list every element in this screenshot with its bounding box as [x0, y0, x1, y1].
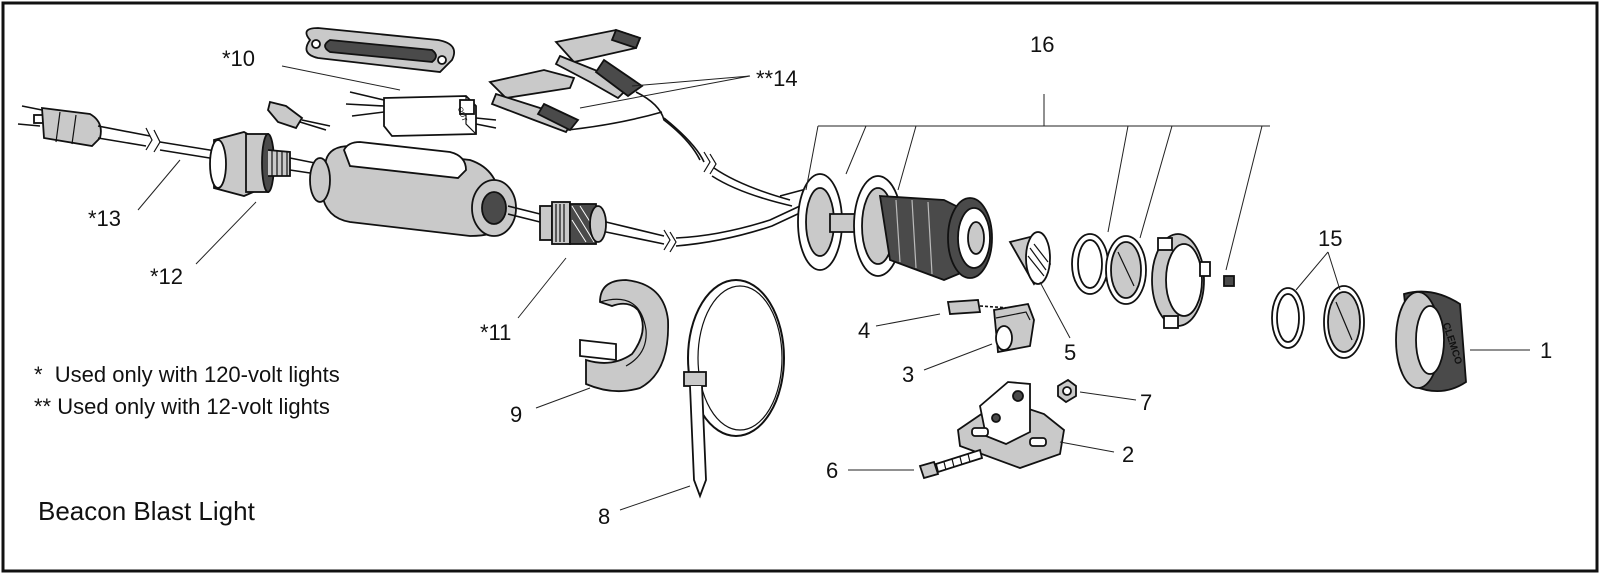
callout-6: 6 [826, 458, 838, 483]
callout-9: 9 [510, 402, 522, 427]
note-12-volt: ** Used only with 12-volt lights [34, 394, 330, 419]
transformer-part: OUT [267, 91, 497, 137]
bulkhead-fitting-part [507, 201, 803, 253]
callout-11: *11 [480, 320, 511, 345]
gasket-and-lens-part [1071, 233, 1147, 305]
lens-set-part [1271, 285, 1365, 359]
transformer-out-marking: OUT [456, 106, 468, 123]
clamp-band-part [579, 279, 669, 393]
callout-12: *12 [150, 264, 183, 289]
callout-1: 1 [1540, 338, 1552, 363]
note-120-volt: * Used only with 120-volt lights [34, 362, 340, 387]
leader-lines [137, 65, 1530, 511]
callout-5: 5 [1064, 340, 1076, 365]
conduit-body-part [309, 141, 517, 237]
battery-clips-part [488, 28, 793, 207]
callout-2: 2 [1122, 442, 1134, 467]
callout-8: 8 [598, 504, 610, 529]
condulet-cover-part [305, 27, 456, 73]
callout-13: *13 [88, 206, 121, 231]
callout-15: 15 [1318, 226, 1342, 251]
diagram-title: Beacon Blast Light [38, 496, 256, 526]
swivel-block-part [946, 299, 1035, 354]
callout-4: 4 [858, 318, 870, 343]
callout-3: 3 [902, 362, 914, 387]
hex-nut-part [1057, 378, 1077, 404]
callout-7: 7 [1140, 390, 1152, 415]
callout-10: *10 [222, 46, 255, 71]
cable-tie-part [683, 279, 785, 499]
reflector-part [1008, 231, 1052, 286]
retaining-ring-part [1151, 233, 1235, 329]
mounting-bracket-part [957, 381, 1065, 469]
hex-bolt-part [918, 448, 984, 480]
cord-grip-fitting-part [209, 131, 331, 197]
callout-16: 16 [1030, 32, 1054, 57]
power-cord-part [17, 105, 223, 161]
light-housing-part [779, 173, 993, 281]
callout-14: **14 [756, 66, 798, 91]
beacon-cap-part: CLEMCO BEACON [1395, 290, 1484, 392]
